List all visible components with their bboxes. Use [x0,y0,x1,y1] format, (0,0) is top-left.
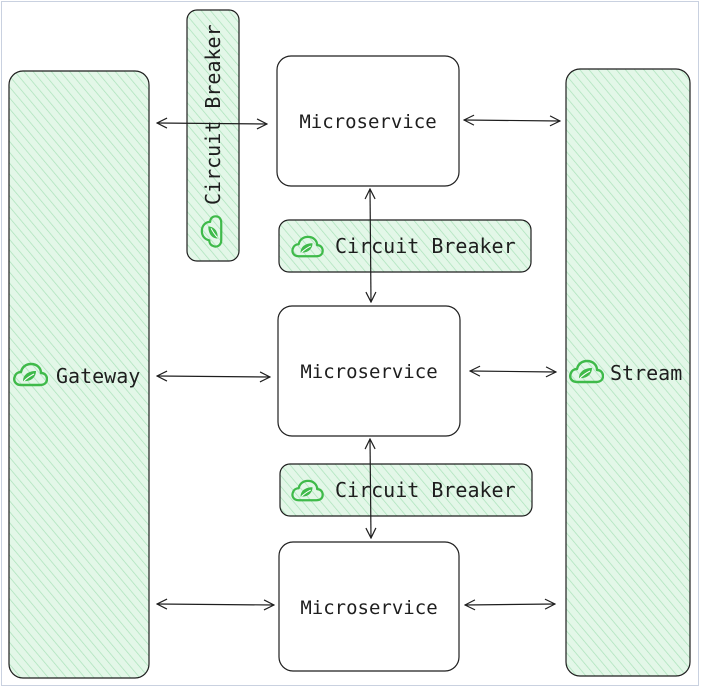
arrow-gateway-ms2 [157,376,270,377]
arrow-ms1-ms2 [370,189,371,302]
microservice-label: Microservice [300,597,437,619]
circuit-breaker-label: Circuit Breaker [201,24,225,205]
microservice-box-3: Microservice [278,541,460,672]
circuit-breaker-label: Circuit Breaker [335,234,516,258]
microservice-box-1: Microservice [276,55,460,187]
arrow-ms1-stream [464,120,560,121]
microservice-box-2: Microservice [277,305,461,437]
gateway-box: Gateway [8,70,150,679]
circuit-breaker-label: Circuit Breaker [335,478,516,502]
stream-box: Stream [565,68,691,677]
arrow-ms2-stream [470,371,556,372]
connectors [157,120,560,605]
stream-label: Stream [610,361,682,385]
arrow-ms2-ms3 [370,439,371,538]
microservice-label: Microservice [299,111,436,133]
gateway-label: Gateway [56,364,140,388]
circuit-breaker-vertical: Circuit Breaker [186,9,240,262]
microservice-label: Microservice [300,361,437,383]
circuit-breaker-lower: Circuit Breaker [279,463,533,517]
arrow-ms3-stream [465,604,555,605]
circuit-breaker-middle: Circuit Breaker [278,219,532,273]
arrow-gateway-ms1 [157,123,267,124]
arrow-gateway-ms3 [157,604,274,605]
